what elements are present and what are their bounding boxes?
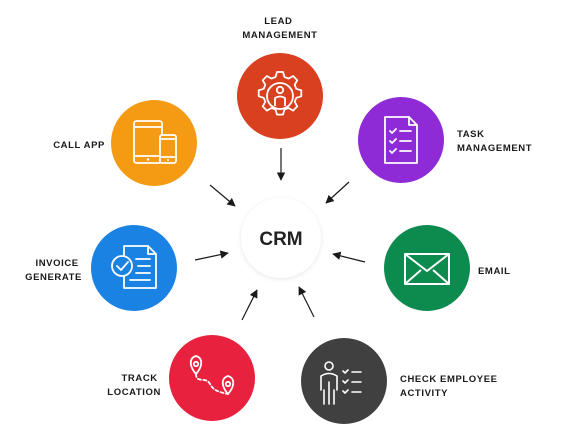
arrows (194, 148, 366, 321)
arrow-invoice (194, 250, 229, 261)
gear-person-icon (257, 71, 303, 116)
arrow-call (209, 184, 236, 207)
email-circle (384, 225, 470, 311)
node-email: EMAIL (384, 225, 511, 311)
email-label: EMAIL (478, 266, 511, 277)
node-call-app: CALL APP (53, 100, 197, 186)
node-task-management: TASK MANAGEMENT (358, 97, 532, 183)
call-app-circle (111, 100, 197, 186)
node-check-employee-activity: CHECK EMPLOYEE ACTIVITY (301, 338, 501, 424)
check-employee-activity-label: CHECK EMPLOYEE ACTIVITY (400, 374, 501, 399)
route-pins-icon (189, 355, 235, 395)
call-app-label: CALL APP (53, 140, 105, 151)
lead-management-label: LEAD MANAGEMENT (242, 16, 317, 41)
node-track-location: TRACK LOCATION (107, 335, 255, 421)
node-lead-management: LEAD MANAGEMENT (237, 16, 323, 139)
tablet-phone-icon (133, 120, 177, 164)
invoice-generate-circle (91, 225, 177, 311)
node-invoice-generate: INVOICE GENERATE (25, 225, 177, 311)
crm-label: CRM (259, 229, 302, 250)
track-location-circle (169, 335, 255, 421)
arrow-track (241, 289, 258, 321)
arrow-task (325, 181, 350, 204)
crm-center-node: CRM (241, 198, 321, 278)
track-location-label: TRACK LOCATION (107, 373, 161, 398)
arrow-email (332, 251, 366, 263)
envelope-icon (404, 253, 450, 285)
invoice-check-icon (111, 245, 157, 289)
person-checklist-icon (320, 361, 362, 405)
arrow-employee (298, 286, 315, 318)
invoice-generate-label: INVOICE GENERATE (25, 258, 82, 283)
checklist-document-icon (384, 116, 418, 164)
task-management-circle (358, 97, 444, 183)
task-management-label: TASK MANAGEMENT (457, 129, 532, 154)
